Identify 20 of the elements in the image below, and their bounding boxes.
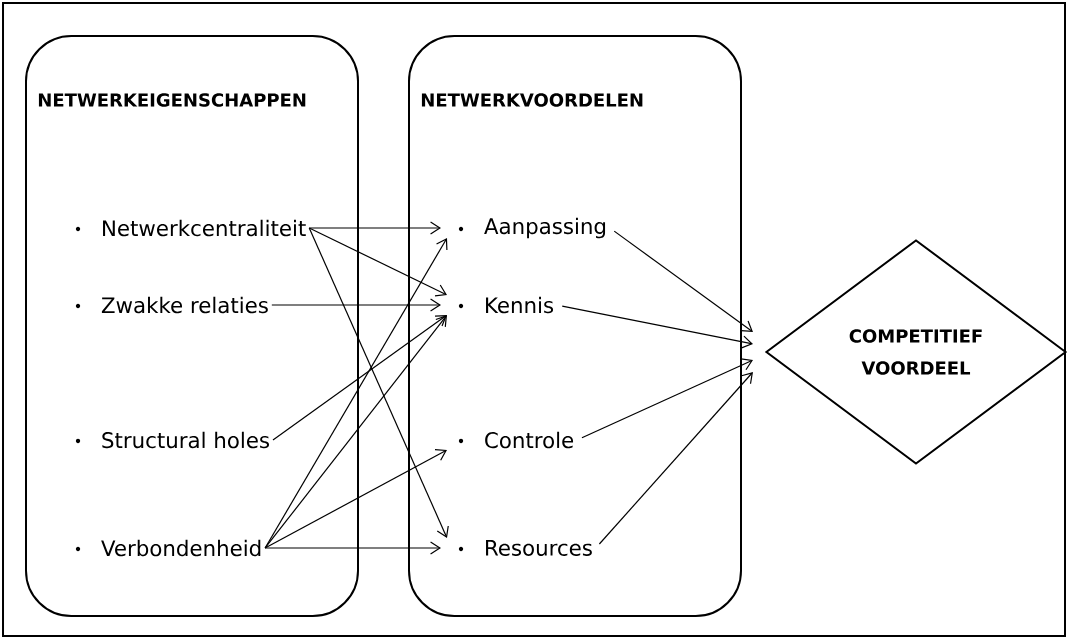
list-item: Aanpassing xyxy=(484,217,606,239)
arrow xyxy=(613,230,753,332)
arrow xyxy=(581,358,753,439)
arrow xyxy=(308,227,447,297)
list-item: Structural holes xyxy=(102,431,269,449)
list-item: Kennis xyxy=(486,296,554,314)
arrow xyxy=(272,315,447,441)
arrow xyxy=(598,372,753,545)
arrow xyxy=(264,315,447,549)
arrow xyxy=(308,227,449,538)
list-item: Zwakke relaties xyxy=(101,296,268,314)
arrow xyxy=(308,221,441,235)
list-item: Netwerkcentraliteit xyxy=(103,219,306,237)
arrow xyxy=(264,541,441,555)
arrow xyxy=(271,298,441,312)
list-item: Verbondenheid xyxy=(101,539,261,557)
arrow xyxy=(264,449,447,549)
list-item: Resources xyxy=(486,540,592,556)
list-item: Controle xyxy=(485,431,574,449)
arrow xyxy=(561,305,753,349)
